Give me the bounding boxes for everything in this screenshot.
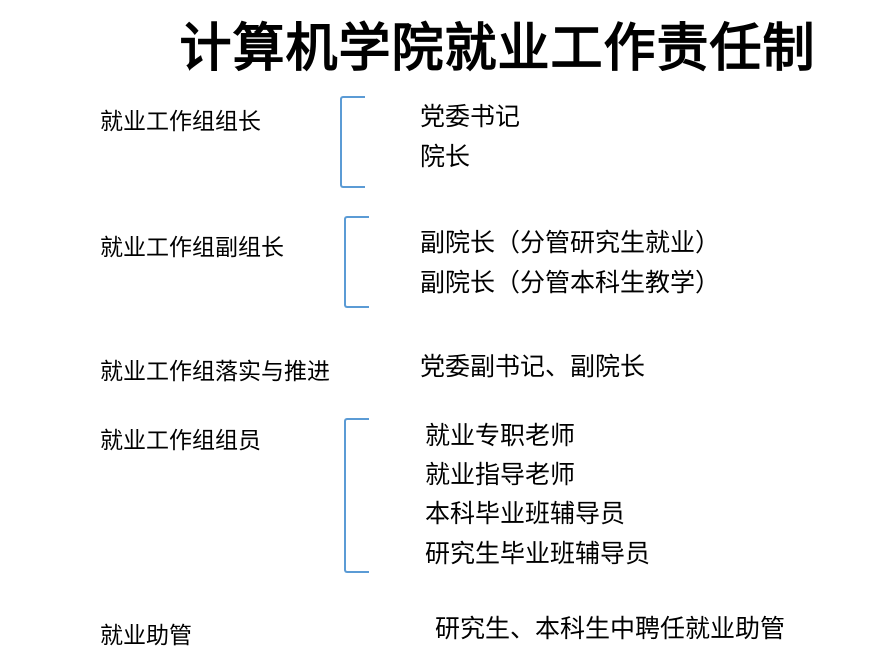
page-title: 计算机学院就业工作责任制	[179, 20, 816, 78]
assignee-item: 副院长（分管本科生教学）	[420, 269, 721, 297]
assignee-item: 党委副书记、副院长	[420, 353, 646, 381]
bracket-shape	[344, 216, 369, 308]
assignee-item: 本科毕业班辅导员	[425, 500, 626, 528]
assignee-item: 院长	[420, 143, 471, 171]
assignee-item: 副院长（分管研究生就业）	[420, 229, 721, 257]
assignee-item: 研究生毕业班辅导员	[425, 540, 651, 568]
assignee-item: 研究生、本科生中聘任就业助管	[435, 615, 786, 643]
assignee-item: 党委书记	[420, 103, 521, 131]
role-label: 就业工作组落实与推进	[100, 358, 330, 384]
role-label: 就业工作组组长	[100, 108, 261, 134]
role-label: 就业工作组副组长	[100, 234, 284, 260]
assignee-item: 就业专职老师	[425, 422, 576, 450]
bracket-shape	[344, 418, 369, 573]
role-label: 就业工作组组员	[100, 427, 261, 453]
role-label: 就业助管	[100, 622, 192, 648]
bracket-shape	[340, 96, 365, 188]
assignee-item: 就业指导老师	[425, 461, 576, 489]
